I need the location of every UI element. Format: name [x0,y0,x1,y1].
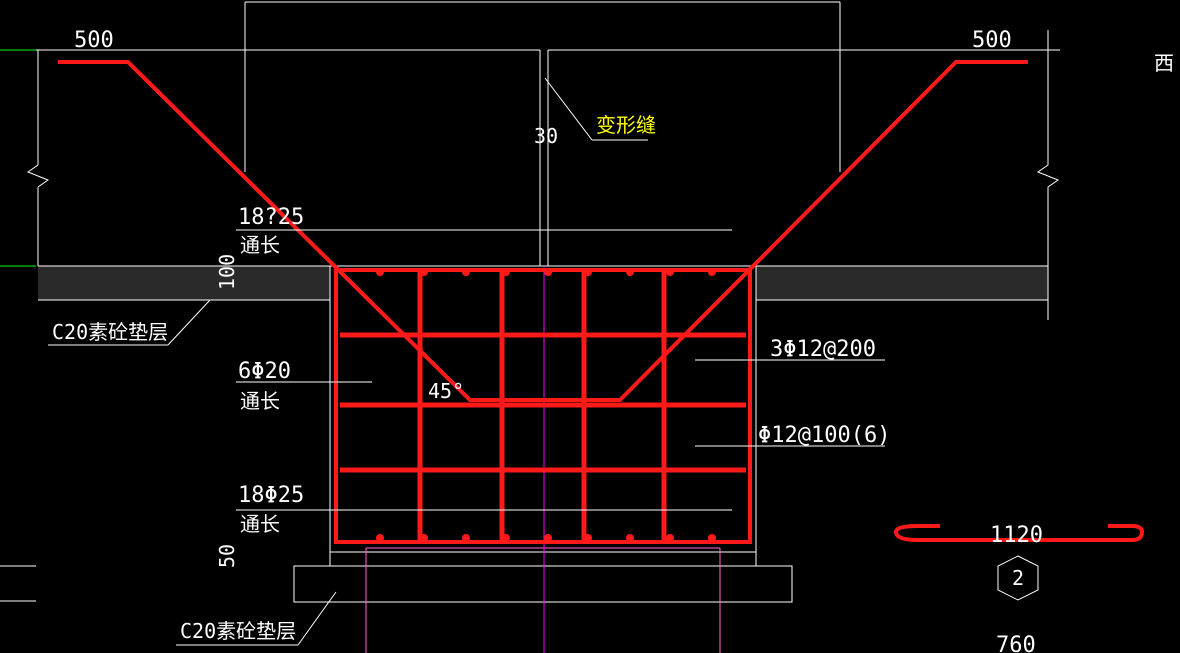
lower-cushion-label: C20素砼垫层 [180,619,296,643]
deformation-joint-label: 变形缝 [596,113,656,137]
leader-lines [48,77,885,646]
dim-100: 100 [215,254,239,290]
dim-500-right: 500 [972,28,1012,53]
dim-760: 760 [996,633,1036,653]
dim-500-left: 500 [74,28,114,53]
bar-length-label: 1120 [990,523,1043,548]
side-bars-through-label: 通长 [240,389,280,413]
rebar-cage [58,60,1028,544]
dim-30: 30 [534,124,558,148]
top-bars-label: 18?25 [238,205,304,230]
compass-west-label: 西 [1154,51,1174,75]
beam-outline [0,49,793,653]
side-bars-label: 6Φ20 [238,359,291,384]
tie-bars-label: 3Φ12@200 [770,337,876,362]
upper-cushion-band [38,265,1048,301]
upper-cushion-label: C20素砼垫层 [52,320,168,344]
bar-mark-label: 2 [1012,566,1024,590]
dim-50: 50 [215,544,239,568]
stirrups-label: Φ12@100(6) [758,423,890,448]
angle-45-label: 45° [428,379,464,403]
bent-bar-detail [893,524,1145,601]
top-bars-through-label: 通长 [240,233,280,257]
bottom-bars-label: 18Φ25 [238,483,304,508]
bottom-bars-through-label: 通长 [240,512,280,536]
rebar-dots [376,268,716,542]
